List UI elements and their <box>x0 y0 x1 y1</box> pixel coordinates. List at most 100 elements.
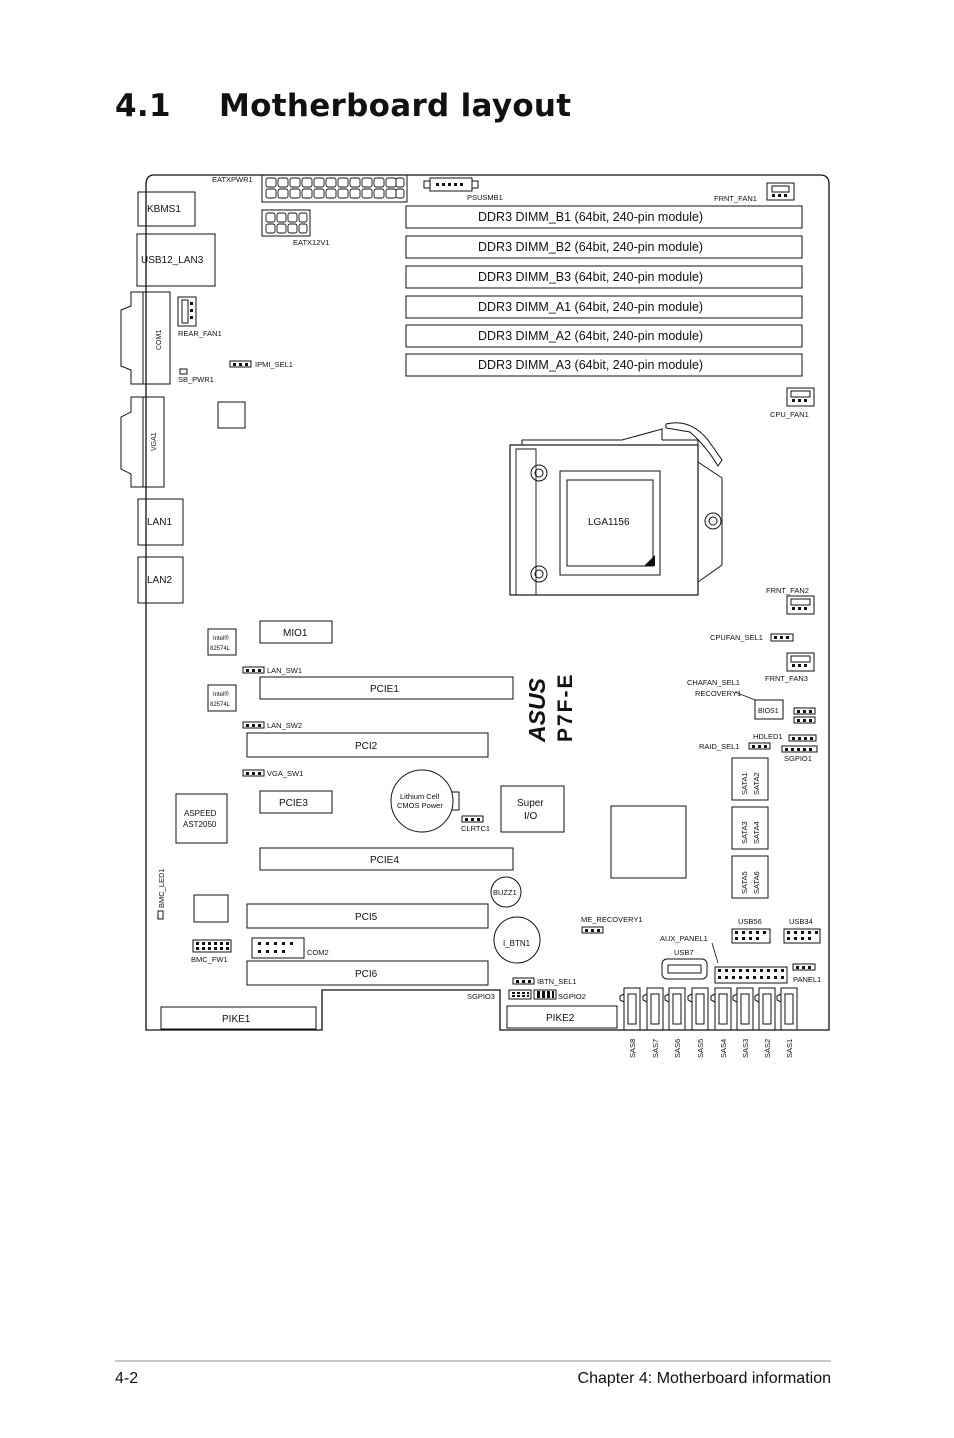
sata1-label: SATA1 <box>740 772 749 795</box>
clrtc1-jumper <box>461 815 484 823</box>
hdled1-label: HDLED1 <box>753 732 783 741</box>
i-btn1-label: I_BTN1 <box>503 939 531 948</box>
com2-label: COM2 <box>307 948 329 957</box>
dimm-b2-slot <box>405 235 803 259</box>
cpu-fan1-header <box>786 387 815 407</box>
intel-chip-1-model: 82574L <box>210 646 231 652</box>
mio1-slot <box>259 620 333 644</box>
dimm-a1-slot <box>405 295 803 319</box>
cpufan-sel1-label: CPUFAN_SEL1 <box>710 633 763 642</box>
sas5-label: SAS5 <box>696 1039 705 1058</box>
sas6-connector <box>664 987 686 1031</box>
eatxpwr1-label: EATXPWR1 <box>212 175 253 184</box>
model-name: P7F-E <box>554 672 577 742</box>
sgpio2-label: SGPIO2 <box>558 992 586 1001</box>
vga-sw1-jumper <box>242 769 265 777</box>
dimm-a2-label: DDR3 DIMM_A2 (64bit, 240-pin module) <box>478 329 703 343</box>
dimm-b1-slot <box>405 205 803 229</box>
pcie1-slot <box>259 676 514 700</box>
bmc-fw1-label: BMC_FW1 <box>191 955 228 964</box>
intel-chip-2-model: 82574L <box>210 702 231 708</box>
frnt-fan3-header <box>786 652 815 672</box>
com1-label: COM1 <box>156 330 163 350</box>
aux-panel1-header <box>714 966 788 984</box>
bmc-fw1-header <box>192 939 232 953</box>
com2-header <box>251 937 305 959</box>
me-recovery1-jumper <box>581 926 604 934</box>
vga1-port <box>120 396 165 488</box>
dimm-b3-label: DDR3 DIMM_B3 (64bit, 240-pin module) <box>478 270 703 284</box>
sas-connectors <box>619 987 798 1031</box>
aux-panel1-label: AUX_PANEL1 <box>660 934 708 943</box>
pike1-slot <box>160 1006 317 1030</box>
cmos-battery <box>390 769 460 833</box>
pci2-label: PCI2 <box>355 741 378 752</box>
bios1-chip <box>754 699 784 720</box>
cmos-power-label: CMOS Power <box>397 801 443 810</box>
raid-sel1-label: RAID_SEL1 <box>699 742 739 751</box>
me-recovery1-label: ME_RECOVERY1 <box>581 915 643 924</box>
sata4-label: SATA4 <box>752 821 761 844</box>
small-chip <box>217 401 246 429</box>
bmc-led1 <box>157 910 164 920</box>
super-io-label-2: I/O <box>524 811 538 822</box>
section-title: Motherboard layout <box>219 88 572 124</box>
sgpio3-header <box>508 989 532 1000</box>
vga-sw1-label: VGA_SW1 <box>267 769 303 778</box>
dimm-a1-label: DDR3 DIMM_A1 (64bit, 240-pin module) <box>478 300 703 314</box>
footer-page-number: 4-2 <box>115 1370 139 1387</box>
usb34-label: USB34 <box>789 917 813 926</box>
sas5-connector <box>687 987 709 1031</box>
bmc-flash-chip <box>193 894 229 923</box>
rear-fan1-label: REAR_FAN1 <box>178 329 222 338</box>
chafan-sel1-label: CHAFAN_SEL1 <box>687 678 740 687</box>
sas4-connector <box>710 987 732 1031</box>
lan-sw2-label: LAN_SW2 <box>267 721 302 730</box>
sas3-label: SAS3 <box>741 1039 750 1058</box>
usb12-lan3-port <box>136 233 216 287</box>
pci2-slot <box>246 732 489 758</box>
pcie3-label: PCIE3 <box>279 798 308 809</box>
ast2050-label: AST2050 <box>183 820 217 829</box>
frnt-fan2-header <box>786 595 815 615</box>
sgpio1-label: SGPIO1 <box>784 754 812 763</box>
sas1-label: SAS1 <box>785 1039 794 1058</box>
mio1-label: MIO1 <box>283 628 308 639</box>
cpu-socket <box>509 422 723 596</box>
sata3-label: SATA3 <box>740 821 749 844</box>
dimm-b3-slot <box>405 265 803 289</box>
frnt-fan2-label: FRNT_FAN2 <box>766 586 809 595</box>
aspeed-label: ASPEED <box>184 809 217 818</box>
sas4-label: SAS4 <box>719 1039 728 1058</box>
usb34-header <box>783 928 821 944</box>
sas6-label: SAS6 <box>673 1039 682 1058</box>
sata56-connector <box>731 855 769 899</box>
pci5-slot <box>246 903 489 929</box>
pci5-label: PCI5 <box>355 912 378 923</box>
sata34-connector <box>731 806 769 850</box>
intel-lan-chip-2 <box>207 684 237 712</box>
sb-pwr1-label: SB_PWR1 <box>178 375 214 384</box>
ibtn-sel1-label: IBTN_SEL1 <box>537 977 577 986</box>
intel-lan-chip-1 <box>207 628 237 656</box>
sata6-label: SATA6 <box>752 871 761 894</box>
psusmb1-label: PSUSMB1 <box>467 193 503 202</box>
sas7-connector <box>642 987 664 1031</box>
dimm-a3-label: DDR3 DIMM_A3 (64bit, 240-pin module) <box>478 358 703 372</box>
sas2-connector <box>754 987 776 1031</box>
lan-sw1-jumper <box>242 666 265 674</box>
asus-logo: ASUS <box>524 677 550 743</box>
vga1-label: VGA1 <box>151 432 158 451</box>
chipset <box>610 805 687 879</box>
sas1-connector <box>776 987 798 1031</box>
lan2-label: LAN2 <box>147 575 172 586</box>
sb-pwr1-led <box>179 368 188 375</box>
psusmb1-connector <box>423 177 479 192</box>
usb56-label: USB56 <box>738 917 762 926</box>
usb12-lan3-label: USB12_LAN3 <box>141 255 204 266</box>
usb56-header <box>731 928 771 944</box>
sas3-connector <box>732 987 754 1031</box>
pcie1-label: PCIE1 <box>370 684 399 695</box>
lan-sw2-jumper <box>242 721 265 729</box>
